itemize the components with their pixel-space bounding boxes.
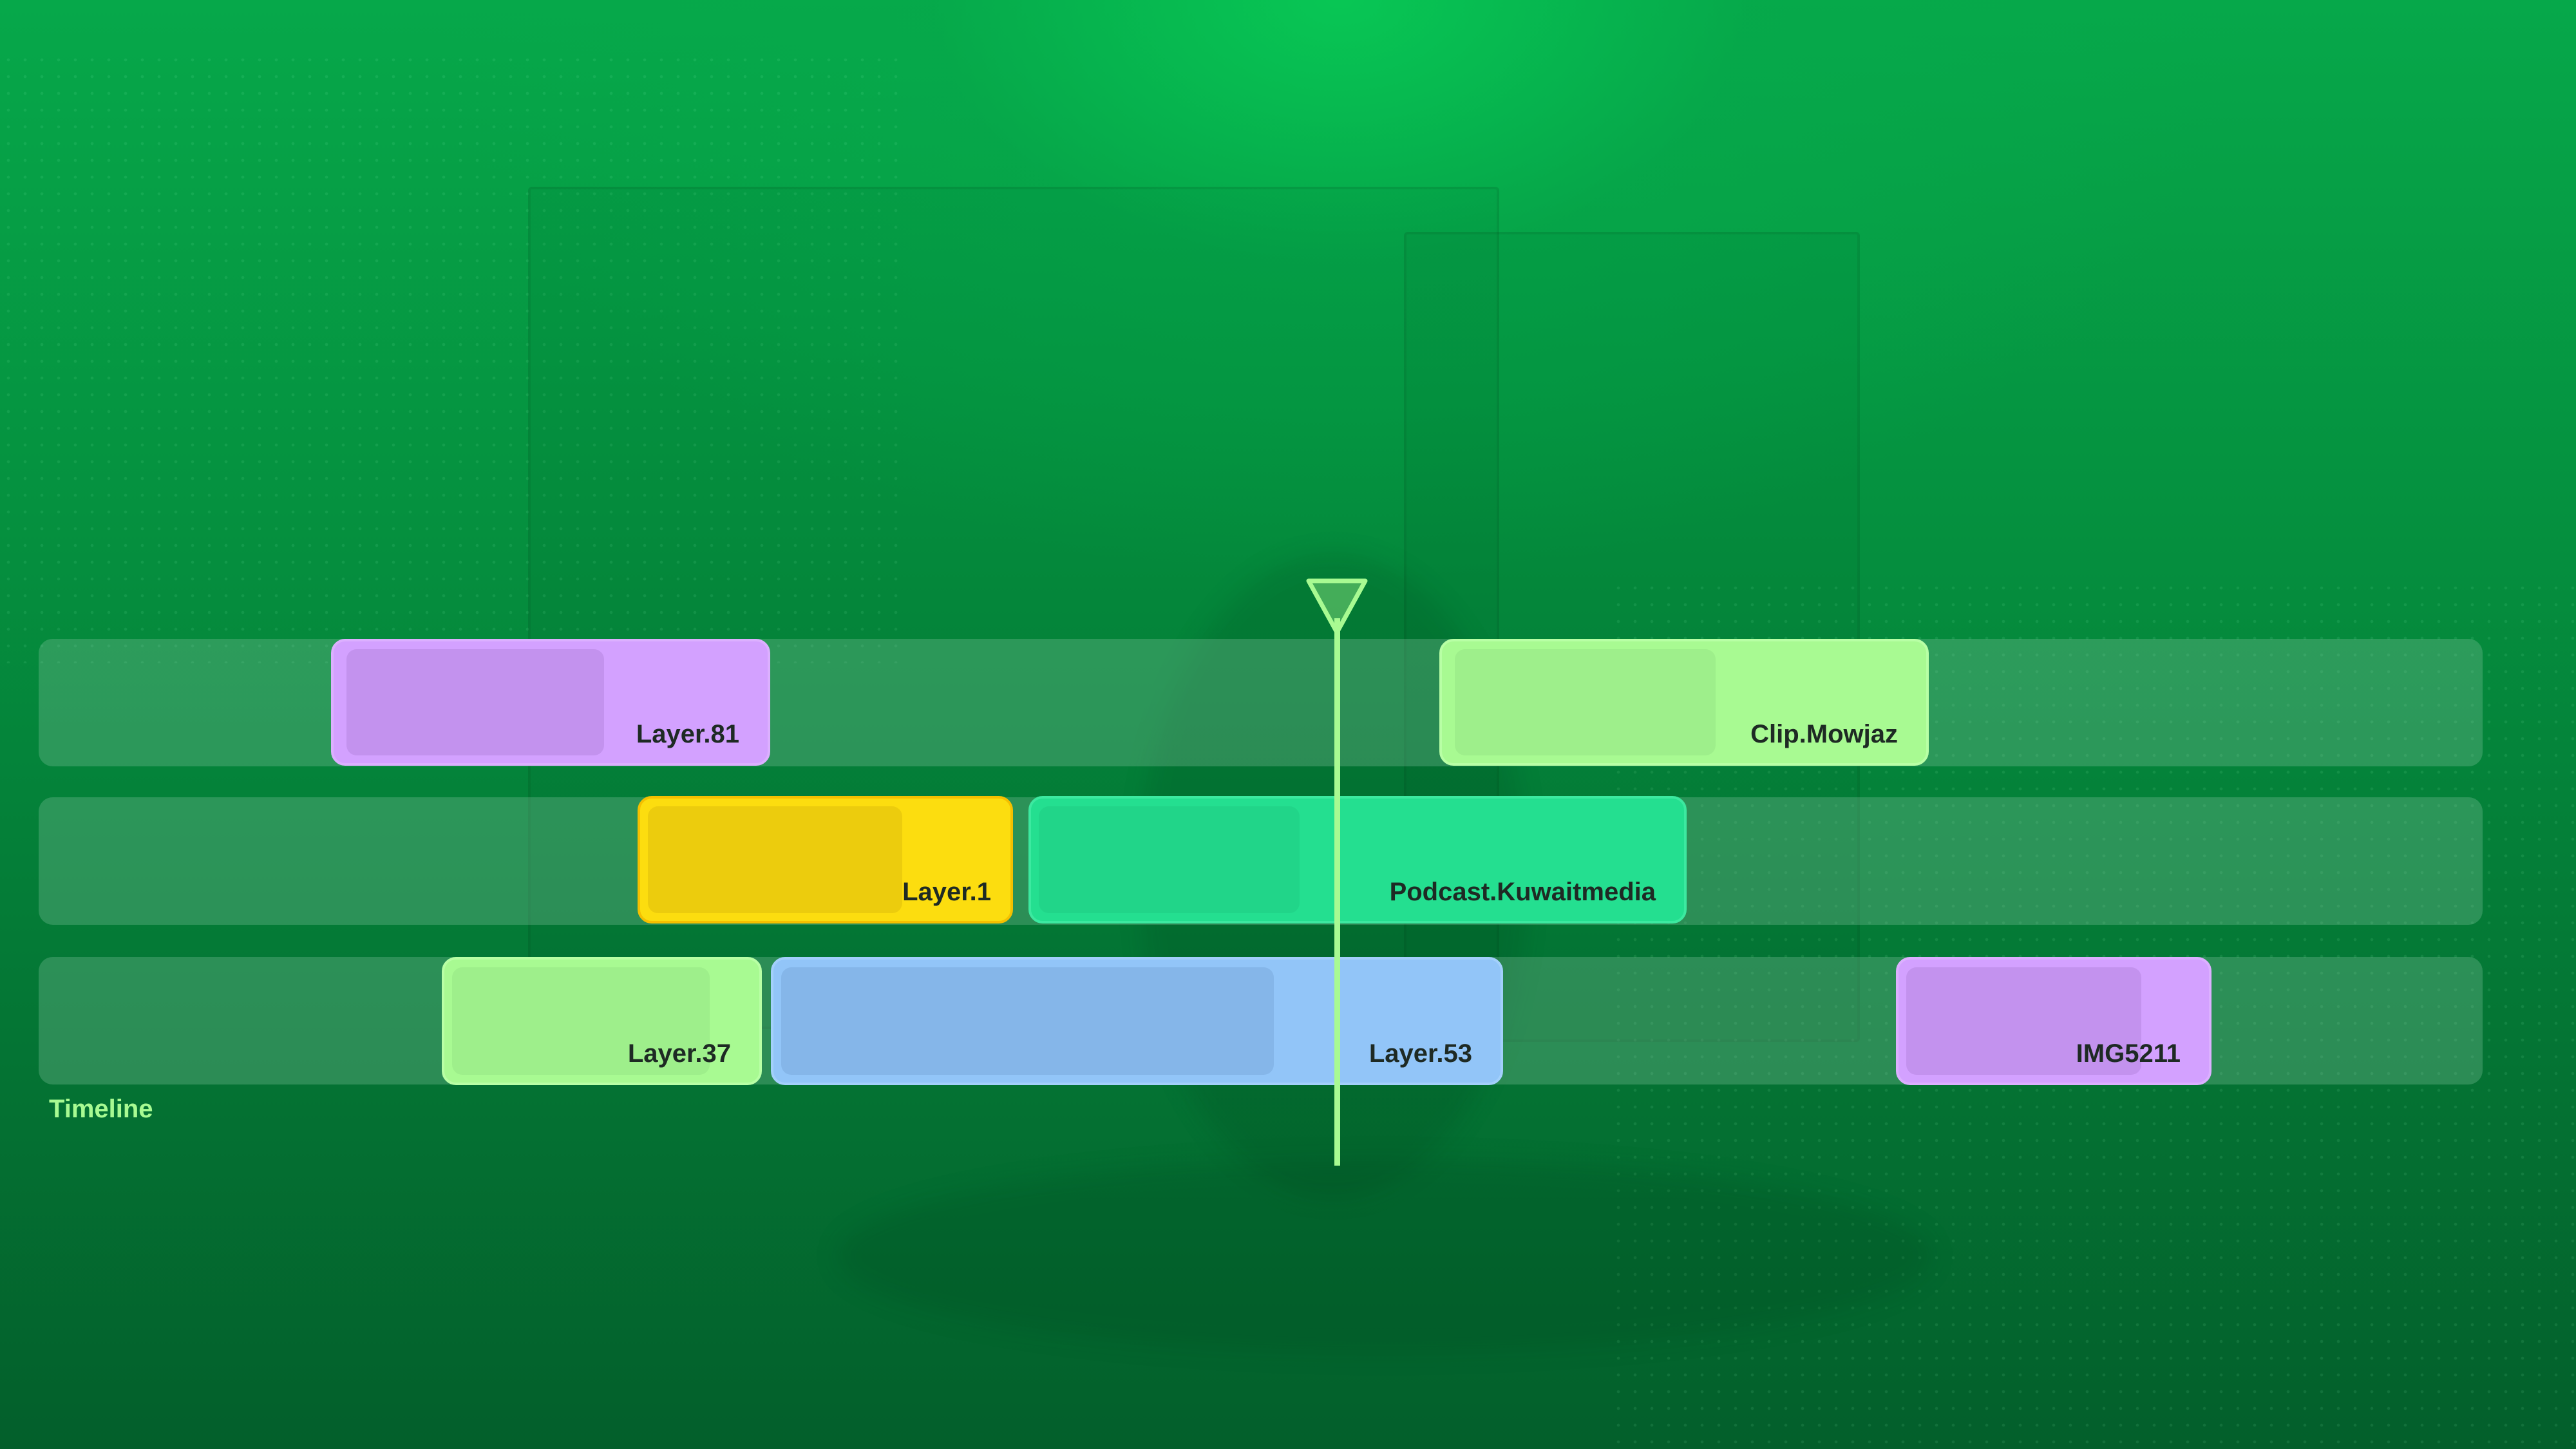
clip-thumbnail — [452, 967, 710, 1075]
clip-thumbnail — [648, 806, 902, 913]
timeline-clip-layer-1[interactable]: Layer.1 — [638, 796, 1013, 923]
clip-label: Layer.1 — [902, 878, 991, 906]
timeline-clip-layer-53[interactable]: Layer.53 — [771, 957, 1503, 1085]
timeline-clip-layer-81[interactable]: Layer.81 — [331, 639, 770, 766]
clip-label: Layer.53 — [1368, 1039, 1472, 1068]
background-dot-grid-left — [0, 52, 902, 663]
clip-label: Layer.81 — [636, 720, 739, 748]
playhead-line[interactable] — [1334, 618, 1340, 1166]
background-desk — [837, 1159, 1932, 1352]
timeline-clip-layer-37[interactable]: Layer.37 — [442, 957, 762, 1085]
timeline-clip-podcast-kuwaitmedia[interactable]: Podcast.Kuwaitmedia — [1028, 796, 1687, 923]
clip-label: IMG5211 — [2076, 1039, 2181, 1068]
clip-thumbnail — [1455, 649, 1716, 755]
clip-thumbnail — [781, 967, 1274, 1075]
clip-thumbnail — [1906, 967, 2141, 1075]
clip-label: Clip.Mowjaz — [1750, 720, 1898, 748]
clip-thumbnail — [346, 649, 604, 755]
clip-thumbnail — [1039, 806, 1300, 913]
timeline-clip-clip-mowjaz[interactable]: Clip.Mowjaz — [1439, 639, 1929, 766]
timeline-title: Timeline — [49, 1095, 153, 1123]
clip-label: Layer.37 — [627, 1039, 731, 1068]
playhead-handle-icon[interactable] — [1305, 578, 1369, 636]
clip-label: Podcast.Kuwaitmedia — [1389, 878, 1656, 906]
timeline-clip-img5211[interactable]: IMG5211 — [1896, 957, 2211, 1085]
